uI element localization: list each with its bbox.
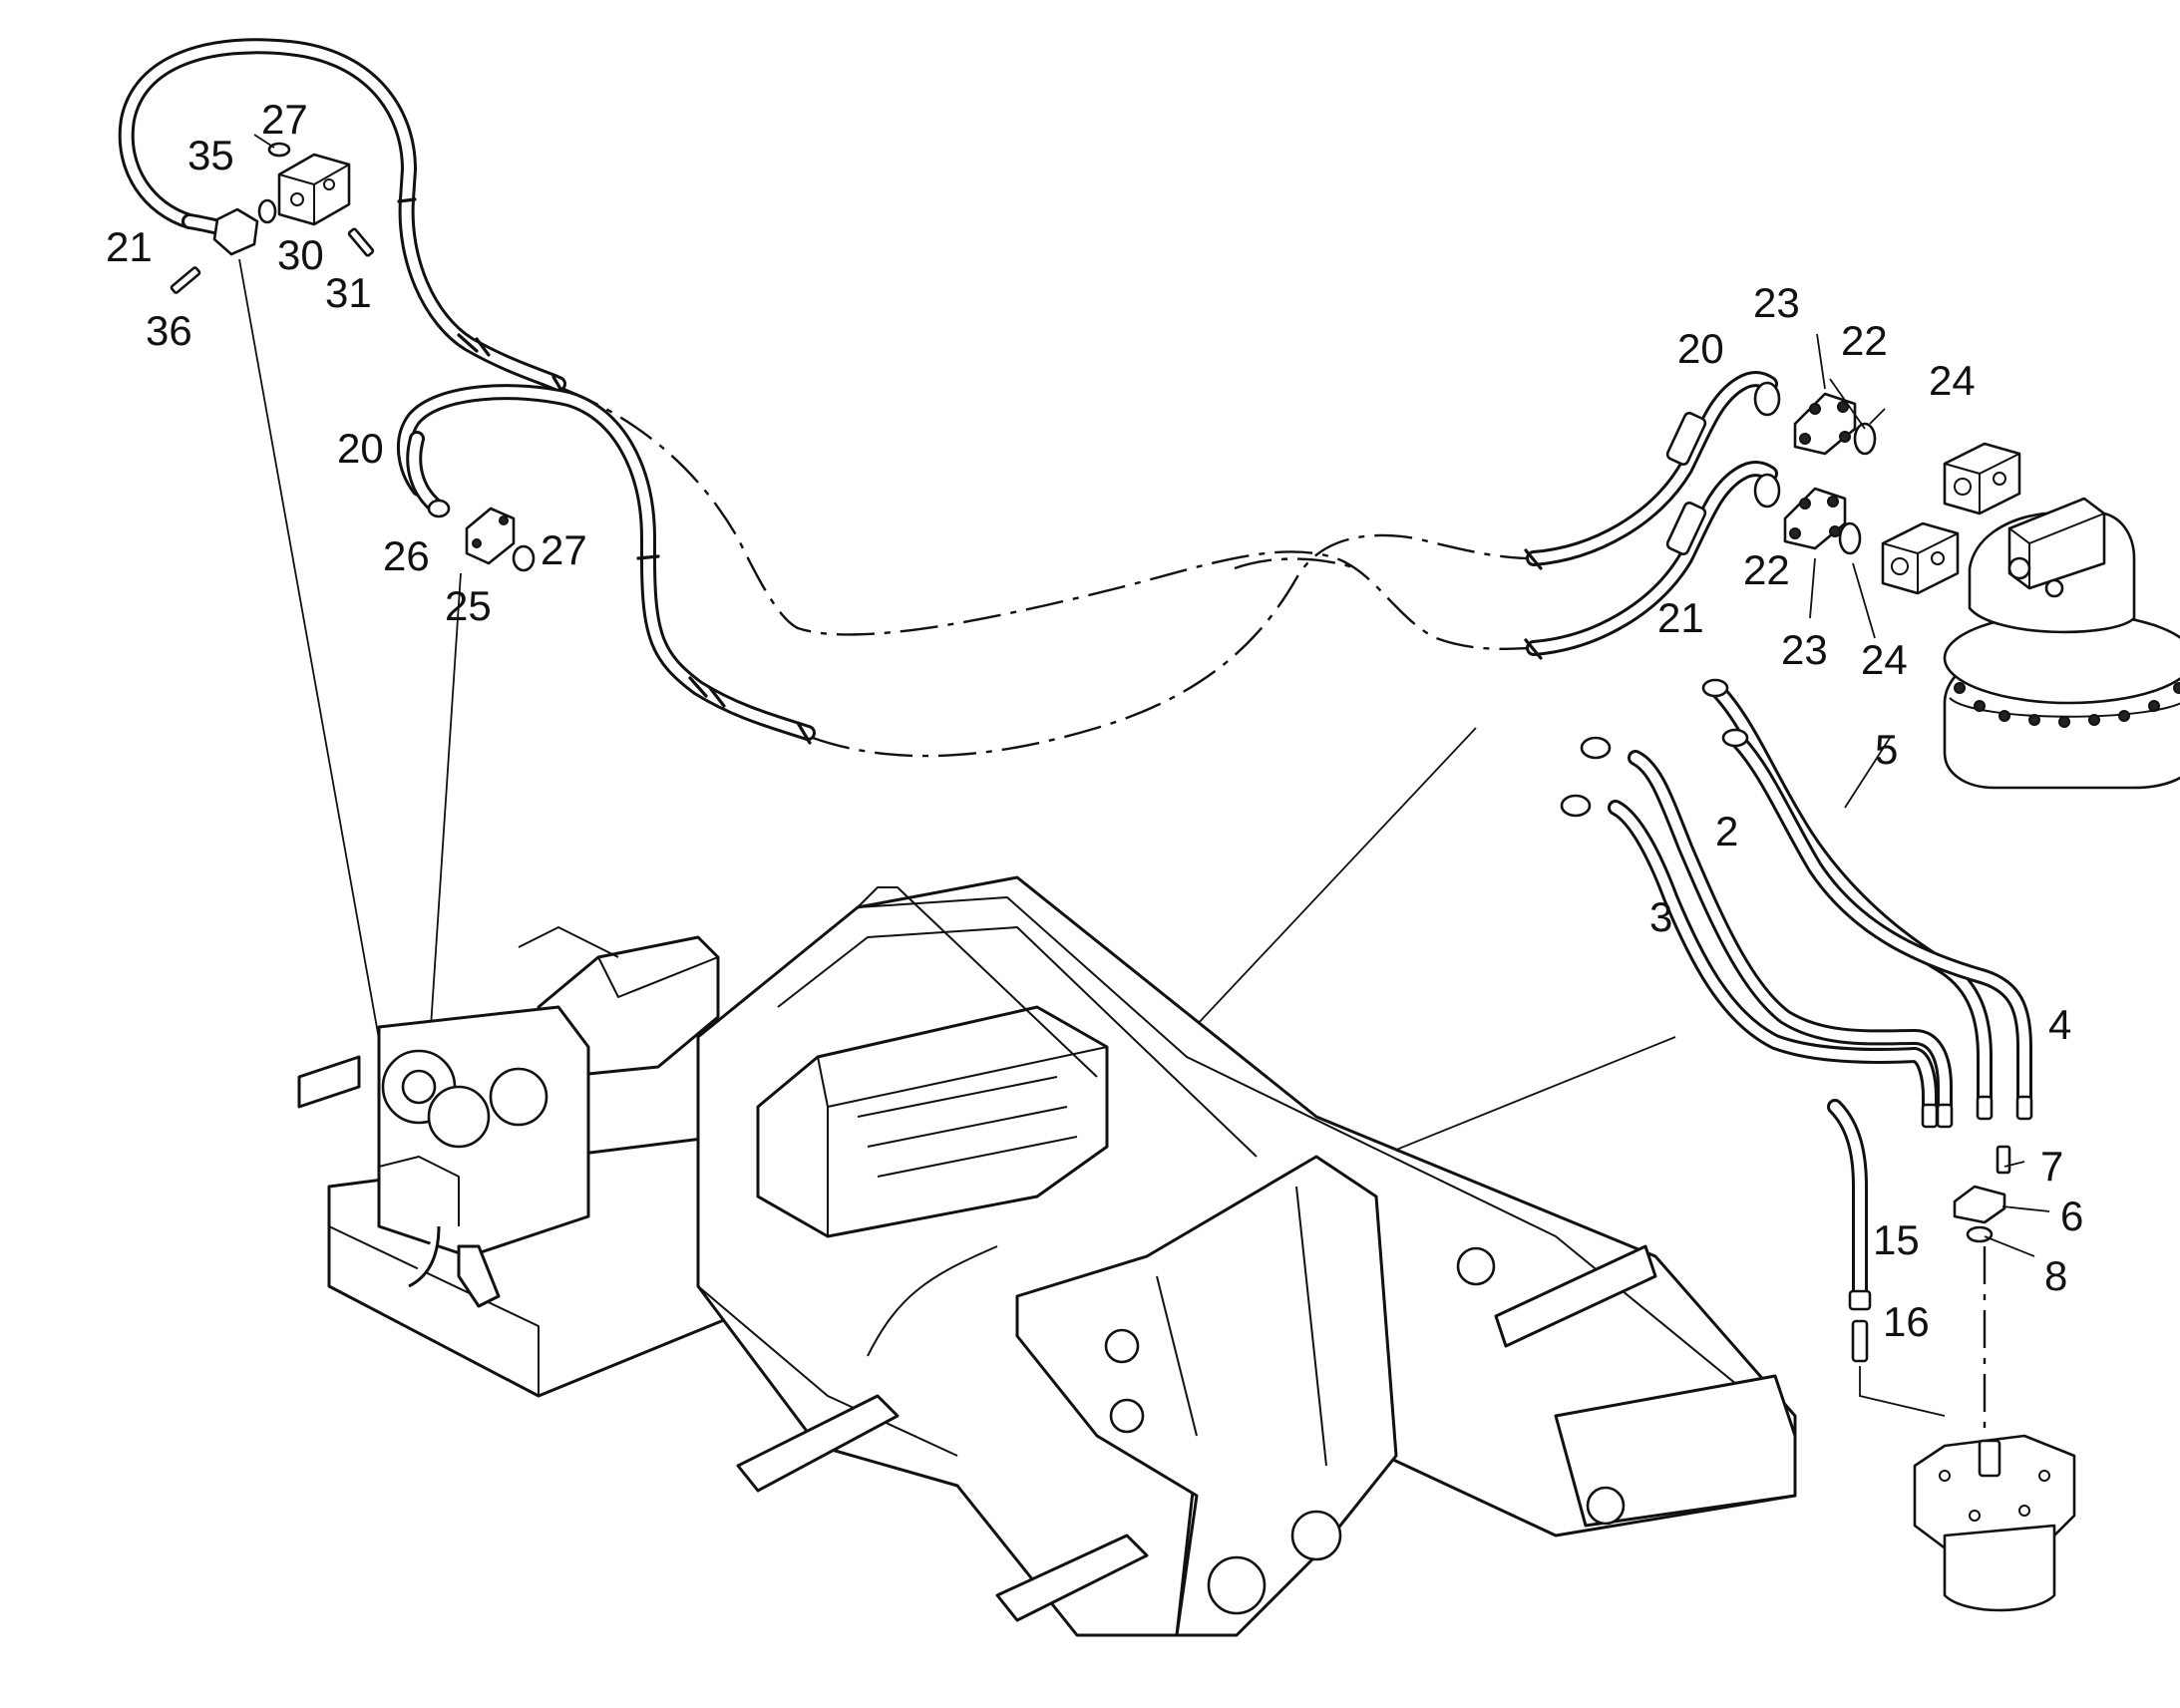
callout-31: 31	[325, 269, 372, 316]
hoses-2-3-4-5	[1560, 678, 2033, 1129]
middle-hose-assembly	[396, 384, 816, 745]
callout-labels: 21 35 27 30 31 36 20 26 27 25 20 23 22 2…	[106, 96, 2083, 1345]
hose-15-fitting-16	[1827, 1099, 1946, 1417]
callout-30: 30	[277, 231, 324, 278]
callout-8: 8	[2044, 1252, 2067, 1299]
callout-6: 6	[2060, 1193, 2083, 1239]
callout-4: 4	[2048, 1001, 2071, 1048]
travel-motor	[1943, 497, 2180, 790]
long-hose-assembly	[118, 38, 566, 396]
flange-25-26-oring-27	[465, 507, 536, 572]
callout-22-low: 22	[1743, 546, 1790, 593]
callout-2: 2	[1715, 808, 1738, 854]
callout-20-left: 20	[337, 425, 384, 472]
split-flanges-22-23	[1783, 392, 1857, 550]
bolt-clamp-washer-6-7-8	[1953, 1145, 2011, 1436]
upper-frame	[297, 875, 1797, 1637]
callout-7: 7	[2040, 1143, 2063, 1190]
callout-26: 26	[383, 532, 430, 579]
callout-16: 16	[1883, 1298, 1930, 1345]
o-rings-24	[1838, 422, 1877, 555]
callout-23-low: 23	[1781, 626, 1828, 673]
callout-24-top: 24	[1929, 357, 1976, 404]
dashed-continuation-lines	[562, 387, 1532, 758]
callout-5: 5	[1875, 726, 1898, 773]
callout-27-top: 27	[261, 96, 308, 143]
swing-motor	[1913, 1434, 2076, 1612]
callout-24-low: 24	[1861, 636, 1908, 683]
callout-35: 35	[187, 132, 234, 178]
callout-21-top: 21	[106, 223, 153, 270]
callout-25: 25	[445, 582, 492, 629]
callout-36: 36	[146, 307, 192, 354]
callout-21-right: 21	[1657, 594, 1704, 641]
elbow-fitting-20-left	[406, 431, 451, 518]
right-hoses-20-21	[1524, 371, 1781, 660]
callout-22-top: 22	[1841, 317, 1888, 364]
right-manifold-blocks	[1881, 442, 2021, 595]
callout-23-top: 23	[1753, 279, 1800, 326]
callout-20-right: 20	[1677, 325, 1724, 372]
callout-15: 15	[1873, 1216, 1920, 1263]
callout-27-mid: 27	[541, 526, 587, 573]
callout-3: 3	[1649, 893, 1672, 940]
